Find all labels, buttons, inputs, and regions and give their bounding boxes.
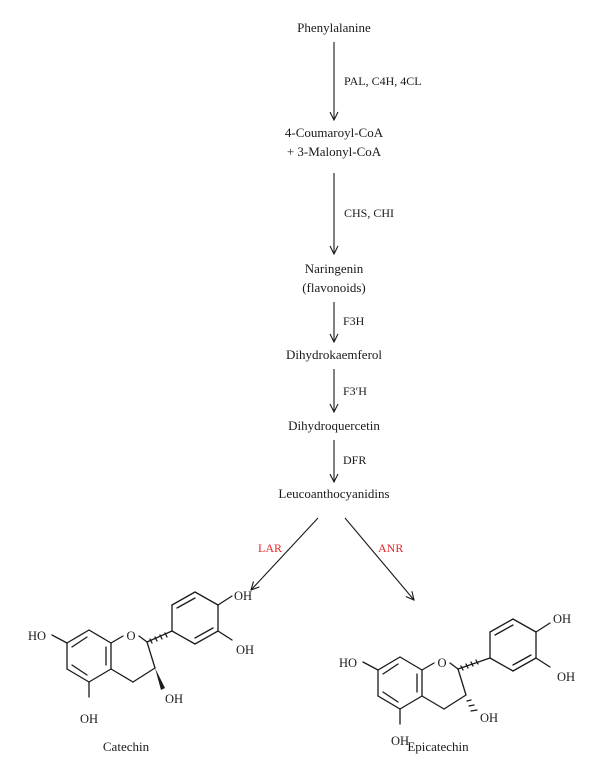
node-naringenin: Naringenin	[305, 261, 364, 276]
enzyme-chs-chi: CHS, CHI	[344, 206, 394, 220]
node-dihydrokaempferol: Dihydrokaemferol	[286, 347, 382, 362]
atom-ho-left: HO	[28, 629, 46, 643]
enzyme-pal-c4h-4cl: PAL, C4H, 4CL	[344, 74, 422, 88]
atom-oh-b-top: OH	[234, 589, 252, 603]
arrow-anr	[344, 517, 414, 600]
atom-oh-b-right: OH	[557, 670, 575, 684]
arrow-lar	[251, 517, 319, 590]
atom-oh-b-right: OH	[236, 643, 254, 657]
atom-oh-bottom: OH	[391, 734, 409, 748]
atom-o-ring: O	[437, 656, 446, 670]
node-dihydroquercetin: Dihydroquercetin	[288, 418, 380, 433]
epicatechin-structure: O HO OH OH OH OH	[339, 612, 575, 748]
atom-o-ring: O	[126, 629, 135, 643]
atom-oh-b-top: OH	[553, 612, 571, 626]
node-flavonoids: (flavonoids)	[302, 280, 366, 295]
atom-ho-left: HO	[339, 656, 357, 670]
node-coumaroyl-coa: 4-Coumaroyl-CoA	[285, 125, 384, 140]
atom-oh-c3: OH	[480, 711, 498, 725]
node-leucoanthocyanidins: Leucoanthocyanidins	[278, 486, 389, 501]
label-catechin: Catechin	[103, 739, 150, 754]
node-phenylalanine: Phenylalanine	[297, 20, 371, 35]
enzyme-lar: LAR	[258, 541, 282, 555]
atom-oh-bottom: OH	[80, 712, 98, 726]
label-epicatechin: Epicatechin	[407, 739, 469, 754]
catechin-structure: O HO OH OH OH OH	[28, 589, 254, 726]
enzyme-f3h: F3H	[343, 314, 365, 328]
atom-oh-c3: OH	[165, 692, 183, 706]
enzyme-dfr: DFR	[343, 453, 366, 467]
enzyme-anr: ANR	[378, 541, 403, 555]
node-malonyl-coa: + 3-Malonyl-CoA	[287, 144, 382, 159]
enzyme-f3prime-h: F3′H	[343, 384, 367, 398]
